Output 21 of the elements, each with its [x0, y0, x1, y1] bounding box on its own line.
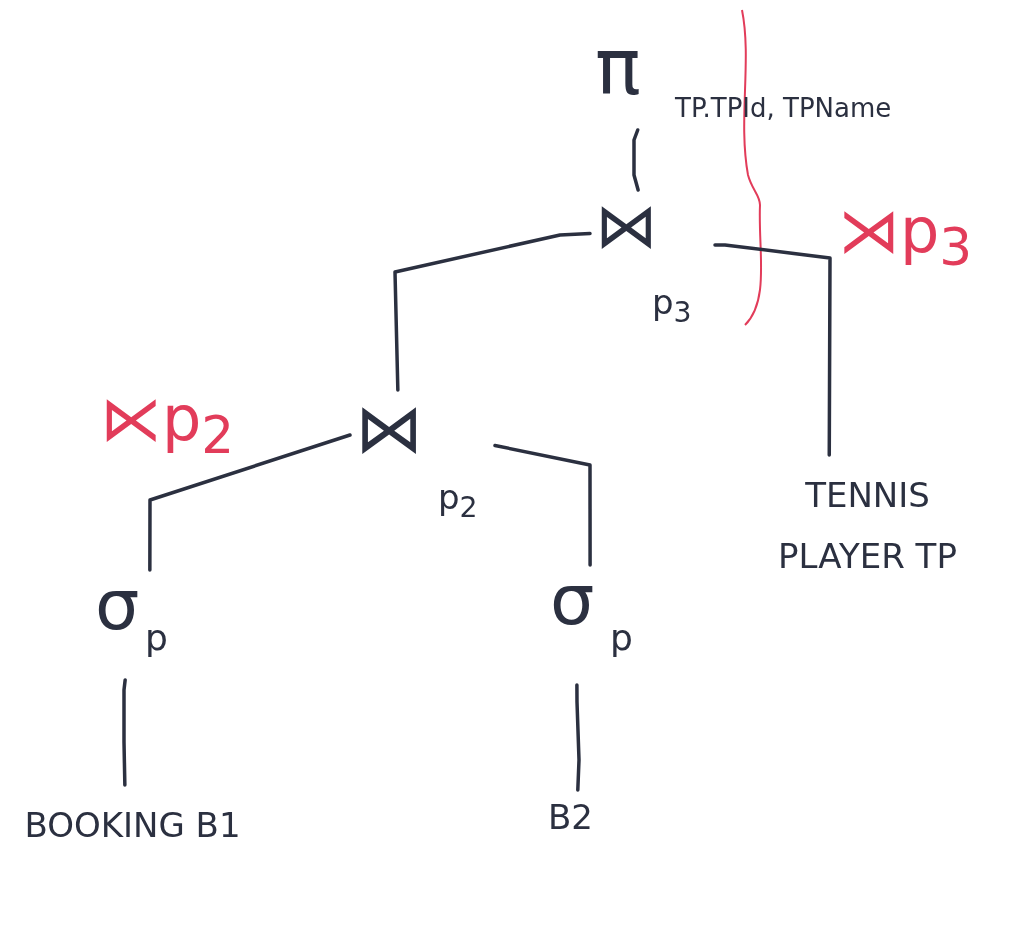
operator-symbol: σ [550, 565, 595, 635]
tree-edge [393, 231, 592, 392]
rewrite-annotation: ⋊p$_{3}$ [838, 200, 973, 275]
relation-name: B2 [548, 800, 593, 834]
tree-edge [632, 128, 640, 192]
relation-name: BOOKING B1 [23, 804, 242, 847]
tree-edge [122, 678, 127, 787]
operator-symbol: σ [95, 570, 140, 640]
operator-symbol: ⋈ [355, 395, 423, 463]
operator-condition: p$_{3}$ [652, 285, 692, 328]
tree-edge [148, 433, 352, 572]
tree-edge [493, 443, 592, 567]
rewrite-annotation: ⋉p$_{2}$ [100, 388, 235, 463]
operator-symbol: π [595, 30, 641, 106]
operator-condition: p [610, 620, 633, 656]
tree-edge [713, 243, 832, 457]
operator-condition: p$_{2}$ [438, 480, 478, 523]
relation-name: TENNIS PLAYER TP [777, 474, 958, 579]
tree-edge [575, 683, 581, 792]
operator-condition: p [145, 620, 168, 656]
operator-symbol: ⋈ [595, 195, 657, 257]
